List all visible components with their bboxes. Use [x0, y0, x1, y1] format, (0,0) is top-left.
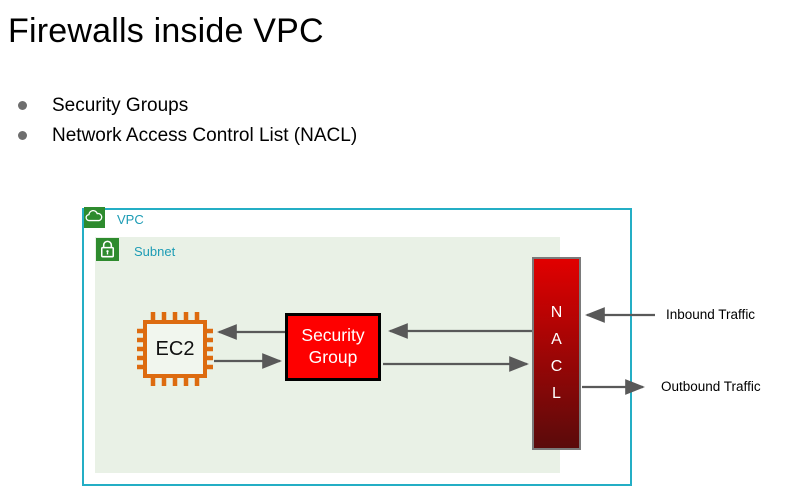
nacl-letter: C	[550, 358, 563, 375]
security-group-box: Security Group	[285, 313, 381, 381]
bullet-text: Security Groups	[52, 95, 189, 116]
nacl-letter: N	[550, 304, 563, 321]
security-group-label: Security Group	[301, 325, 365, 367]
ec2-label: EC2	[155, 338, 195, 360]
list-item: Network Access Control List (NACL)	[18, 124, 357, 154]
bullet-icon	[18, 131, 27, 140]
chip-icon	[137, 312, 213, 386]
bullet-list: Security Groups Network Access Control L…	[18, 94, 357, 154]
nacl-letter: L	[552, 385, 561, 402]
nacl-letter: A	[551, 331, 562, 348]
vpc-cloud-icon	[84, 207, 105, 228]
list-item: Security Groups	[18, 94, 357, 124]
subnet-lock-icon	[96, 238, 119, 261]
subnet-label: Subnet	[134, 244, 176, 259]
page-title: Firewalls inside VPC	[8, 12, 324, 50]
inbound-traffic-label: Inbound Traffic	[666, 307, 756, 322]
ec2-instance: EC2	[136, 311, 214, 387]
vpc-container	[82, 208, 632, 486]
vpc-label: VPC	[117, 212, 144, 227]
outbound-traffic-label: Outbound Traffic	[661, 379, 761, 394]
nacl-box: N A C L	[532, 257, 581, 450]
bullet-icon	[18, 101, 27, 110]
bullet-text: Network Access Control List (NACL)	[52, 125, 358, 146]
